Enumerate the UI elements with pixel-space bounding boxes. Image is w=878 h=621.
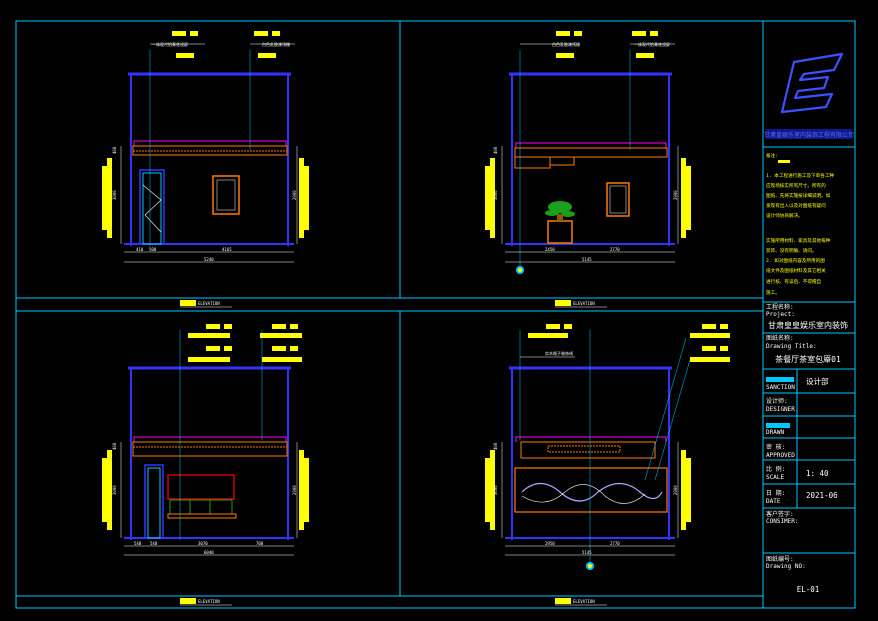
dimension-text: 540 <box>134 541 142 546</box>
notes-section: 备注: 1. 本工程进行施工及下单各工种 应现场核实所有尺寸。所有的 图纸、先将… <box>766 152 834 296</box>
callout-label: 白色乳胶漆顶棚 <box>552 41 580 47</box>
note-line-4: 发现有出入以及对图纸有疑问 <box>766 202 826 209</box>
callout-label: 一体现代铝青花设屏 <box>634 41 670 47</box>
callout-label: 白色乳胶漆顶棚 <box>262 41 290 47</box>
dimension-text: 540 <box>150 541 158 546</box>
dimension-text: 2900 <box>673 190 678 200</box>
dimension-text: 2900 <box>292 485 297 495</box>
note-line-5: 设计师协商解决。 <box>766 212 803 219</box>
dimension-text: 6040 <box>204 550 214 555</box>
dimension-text: 410 <box>136 247 144 252</box>
dimension-text: 5145 <box>582 257 592 262</box>
check-label-en: APPROVED <box>766 452 795 459</box>
date-value: 2021-06 <box>806 491 838 500</box>
dimension-text: 500 <box>149 247 157 252</box>
designer-label: 设计师: <box>766 397 788 405</box>
approval-label-en: SANCTION <box>766 384 795 391</box>
company-band <box>766 129 852 139</box>
date-label: 日 期: <box>766 489 785 497</box>
designer-label-en: DESIGNER <box>766 406 795 413</box>
elevation-4: 实木格子装饰线 2950 2770 5145 400 3000 2900 ELE… <box>485 324 730 606</box>
dimension-text: 3000 <box>112 485 117 495</box>
title-block: 甘肃皇娱乐室内装饰工程有限公司 备注: 1. 本工程进行施工及下单各工种 应现场… <box>763 52 855 594</box>
elevation-1: 一体现代铝青花设屏 白色乳胶漆顶棚 410 500 4165 5240 400 … <box>102 31 309 308</box>
dimension-text: 400 <box>493 146 498 154</box>
dimension-text: 2900 <box>673 485 678 495</box>
dimension-text: 5240 <box>204 257 214 262</box>
dimension-text: 2450 <box>545 247 555 252</box>
drawing-number: EL-01 <box>797 585 820 594</box>
note-line-3: 图纸、先将实施按详细说明。如 <box>766 192 831 199</box>
dimension-text: 400 <box>112 442 117 450</box>
dimension-text: 700 <box>256 541 264 546</box>
approval-label-box <box>766 377 794 382</box>
note-line-10: 进行核、有误后、不得擅自 <box>766 278 821 285</box>
note-line-6: 实施所用材料、家具及其他每种 <box>766 237 831 244</box>
drawn-label-en: DRAWN <box>766 429 784 436</box>
plant-icon <box>545 201 575 221</box>
elevation-2: 白色乳胶漆顶棚 一体现代铝青花设屏 2450 2770 5145 400 300… <box>485 31 691 308</box>
note-line-8: 2. 如对图纸内容及所用的图 <box>766 257 825 264</box>
note-line-9: 纸文件及图纸材料及其它相关 <box>766 267 826 274</box>
drawing-no-label: 图纸编号: <box>766 555 794 563</box>
client-label: 客户签字: <box>766 510 794 518</box>
sheet-frame <box>15 20 856 609</box>
dimension-text: 3000 <box>112 190 117 200</box>
dimension-text: 2770 <box>610 247 620 252</box>
dimension-text: 5145 <box>582 550 592 555</box>
elevation-label: ELEVATION <box>573 599 595 604</box>
check-label: 审 核: <box>766 443 785 451</box>
project-name: 甘肃皇皇娱乐室内装饰 <box>768 320 848 330</box>
elevation-3: 540 540 3070 700 6040 400 3000 2900 ELEV… <box>102 324 309 606</box>
dimension-text: 3070 <box>198 541 208 546</box>
drawing-no-label-en: Drawing NO: <box>766 563 806 570</box>
dimension-text: 4165 <box>222 247 232 252</box>
dimension-text: 400 <box>493 442 498 450</box>
note-line-7: 装饰、没有明确、请问。 <box>766 247 817 254</box>
scale-value: 1: 40 <box>806 469 829 478</box>
drawn-label-box <box>766 423 790 428</box>
dimension-text: 3000 <box>493 190 498 200</box>
drawing-title-label: 图纸名称: <box>766 334 794 342</box>
notes-title: 备注: <box>766 152 778 159</box>
dimension-text: 400 <box>112 146 117 154</box>
elevation-label: ELEVATION <box>198 301 220 306</box>
elevation-label: ELEVATION <box>573 301 595 306</box>
scale-label: 比 例: <box>766 465 785 473</box>
drawing-title: 茶餐厅茶室包厣01 <box>775 354 841 364</box>
note-line-2: 应现场核实所有尺寸。所有的 <box>766 182 826 189</box>
dimension-text: 2900 <box>292 190 297 200</box>
project-label: 工程名称: <box>766 303 794 311</box>
dimension-text: 2770 <box>610 541 620 546</box>
e-logo-icon <box>780 52 844 114</box>
project-label-en: Project: <box>766 311 795 318</box>
approval-value: 设计部 <box>806 376 829 386</box>
date-label-en: DATE <box>766 498 781 505</box>
callout-label: 实木格子装饰线 <box>545 350 573 356</box>
dimension-text: 3000 <box>493 485 498 495</box>
elevation-label: ELEVATION <box>198 599 220 604</box>
company-name: 甘肃皇娱乐室内装饰工程有限公司 <box>764 131 854 139</box>
client-label-en: CONSIMER: <box>766 518 799 525</box>
drawing-title-label-en: Drawing Title: <box>766 343 817 350</box>
scale-label-en: SCALE <box>766 474 784 481</box>
callout-label: 一体现代铝青花设屏 <box>152 41 188 47</box>
note-line-1: 1. 本工程进行施工及下单各工种 <box>766 172 834 179</box>
dimension-text: 2950 <box>545 541 555 546</box>
note-line-11: 施工。 <box>766 289 780 296</box>
